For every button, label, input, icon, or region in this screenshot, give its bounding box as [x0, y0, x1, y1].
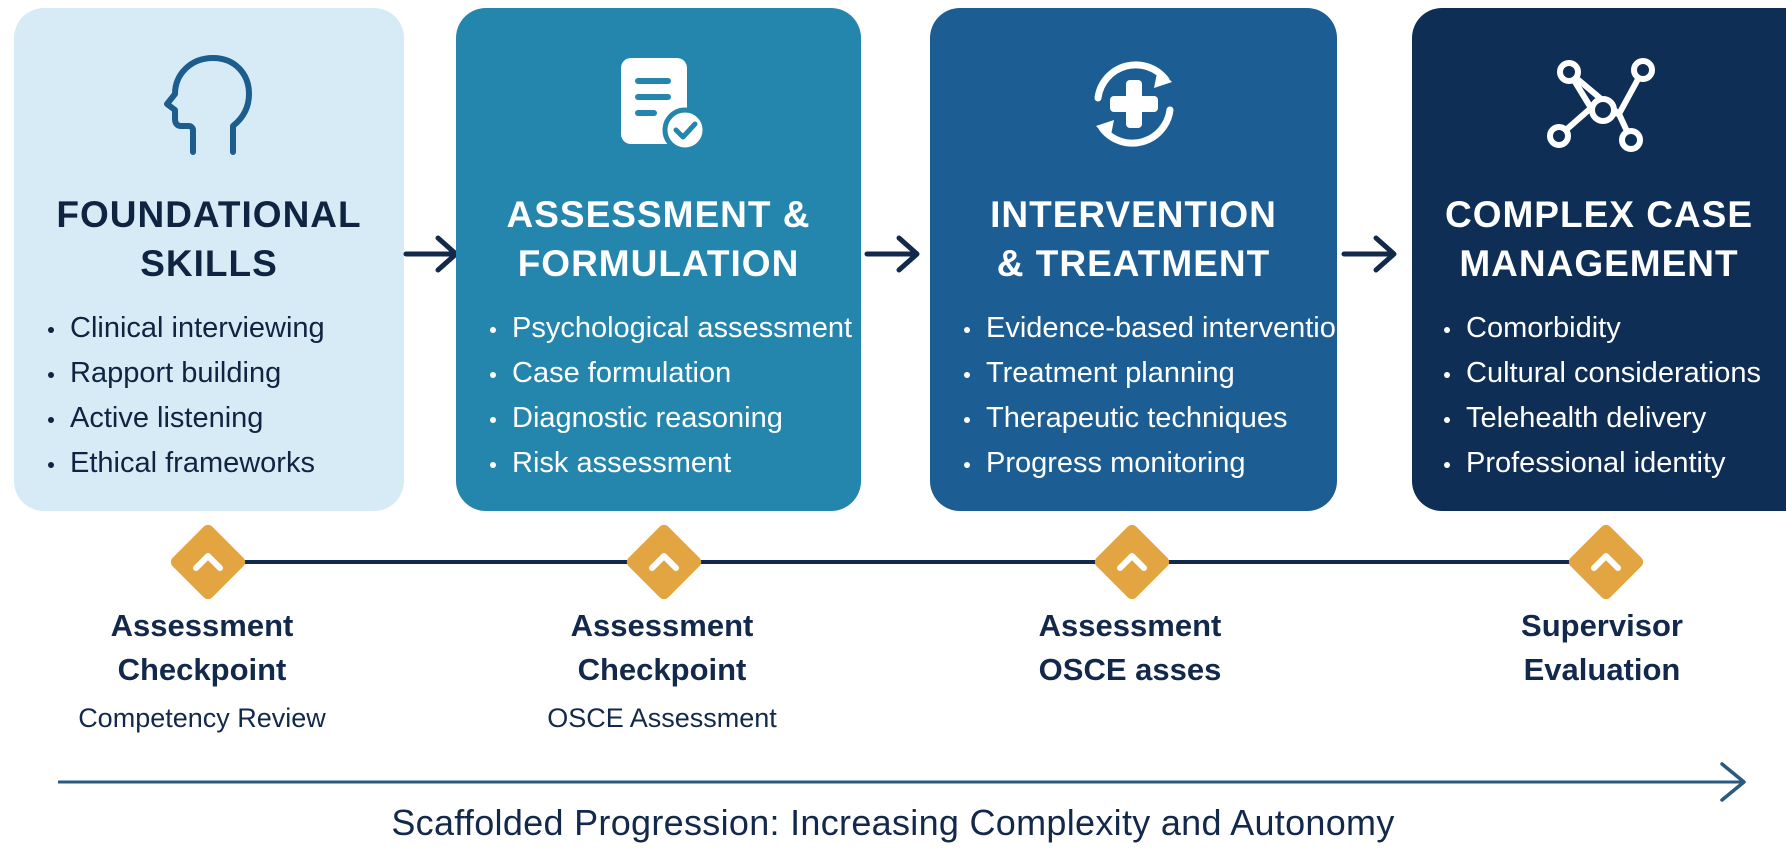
- medical-cross-cycle-icon: [1094, 61, 1173, 147]
- checkpoint-title: Assessment Checkpoint: [482, 604, 842, 692]
- stage-card-intervention-treatment: INTERVENTION & TREATMENT Evidence-based …: [930, 8, 1366, 511]
- chevron-up-icon: [1094, 524, 1170, 600]
- chevron-up-icon: [1568, 524, 1644, 600]
- chevron-up-icon: [170, 524, 246, 600]
- checkpoint-3: Assessment OSCE asses: [950, 604, 1310, 692]
- stage-card-foundational-skills: FOUNDATIONAL SKILLS Clinical interviewin…: [14, 8, 404, 511]
- stage-title-line1: ASSESSMENT &: [506, 194, 811, 235]
- progression-arrow-icon: [58, 762, 1746, 802]
- checkpoint-title-line1: Assessment: [110, 608, 294, 643]
- stage-skill-list: Clinical interviewing Rapport building A…: [46, 306, 398, 486]
- skill-item: Comorbidity: [1442, 306, 1786, 351]
- arrow-right-icon: [403, 235, 459, 273]
- stage-card-assessment-formulation: ASSESSMENT & FORMULATION Psychological a…: [456, 8, 861, 511]
- checkpoint-4: Supervisor Evaluation: [1422, 604, 1782, 692]
- checkpoint-title: Supervisor Evaluation: [1422, 604, 1782, 692]
- stage-skill-list: Comorbidity Cultural considerations Tele…: [1442, 306, 1786, 486]
- skill-item: Evidence-based interventions: [962, 306, 1366, 351]
- checkpoint-title: Assessment OSCE asses: [950, 604, 1310, 692]
- document-check-icon: [620, 58, 707, 153]
- skill-item: Professional identity: [1442, 441, 1786, 486]
- checkpoint-title-line1: Assessment: [1038, 608, 1222, 643]
- skill-item: Case formulation: [488, 351, 855, 396]
- stage-card-complex-case-management: COMPLEX CASE MANAGEMENT Comorbidity Cult…: [1412, 8, 1786, 511]
- stage-title-line2: & TREATMENT: [996, 243, 1271, 284]
- skill-item: Psychological assessment: [488, 306, 855, 351]
- checkpoint-title-line2: Checkpoint: [577, 652, 747, 687]
- chevron-up-icon: [626, 524, 702, 600]
- checkpoint-title-line2: Checkpoint: [117, 652, 287, 687]
- checkpoint-timeline: [212, 560, 1612, 564]
- stage-title-line2: SKILLS: [140, 243, 278, 284]
- checkpoint-subtitle: Competency Review: [78, 703, 326, 733]
- skill-item: Progress monitoring: [962, 441, 1331, 486]
- skill-item: Active listening: [46, 396, 398, 441]
- checkpoint-title-line1: Assessment: [570, 608, 754, 643]
- skill-item: Treatment planning: [962, 351, 1331, 396]
- stage-title: ASSESSMENT & FORMULATION: [456, 190, 861, 288]
- stage-skill-list: Evidence-based interventions Treatment p…: [962, 306, 1366, 486]
- stage-title: FOUNDATIONAL SKILLS: [14, 190, 404, 288]
- stage-title-line1: FOUNDATIONAL: [56, 194, 362, 235]
- stage-title: COMPLEX CASE MANAGEMENT: [1412, 190, 1786, 288]
- skill-item: Cultural considerations: [1442, 351, 1786, 396]
- skill-item: Ethical frameworks: [46, 441, 398, 486]
- stage-title-line2: MANAGEMENT: [1459, 243, 1739, 284]
- arrow-right-icon: [864, 235, 920, 273]
- stage-title: INTERVENTION & TREATMENT: [930, 190, 1337, 288]
- stage-skill-list: Psychological assessment Case formulatio…: [488, 306, 855, 486]
- arrow-right-icon: [1341, 235, 1397, 273]
- skill-item: Telehealth delivery: [1442, 396, 1786, 441]
- head-profile-icon: [164, 55, 252, 155]
- progression-label: Scaffolded Progression: Increasing Compl…: [391, 802, 1395, 843]
- stage-title-line1: COMPLEX CASE: [1444, 194, 1754, 235]
- network-nodes-icon: [1547, 58, 1655, 152]
- checkpoint-title-line2: OSCE asses: [1038, 652, 1222, 687]
- checkpoint-1: Assessment Checkpoint Competency Review: [22, 604, 382, 738]
- checkpoint-title-line1: Supervisor: [1521, 608, 1683, 643]
- stage-title-line2: FORMULATION: [517, 243, 800, 284]
- skill-item: Rapport building: [46, 351, 398, 396]
- checkpoint-title: Assessment Checkpoint: [22, 604, 382, 692]
- checkpoint-2: Assessment Checkpoint OSCE Assessment: [482, 604, 842, 738]
- checkpoint-subtitle: OSCE Assessment: [547, 703, 777, 733]
- skill-item: Diagnostic reasoning: [488, 396, 855, 441]
- stage-title-line1: INTERVENTION: [990, 194, 1277, 235]
- skill-item: Risk assessment: [488, 441, 855, 486]
- skill-item: Therapeutic techniques: [962, 396, 1331, 441]
- checkpoint-title-line2: Evaluation: [1523, 652, 1681, 687]
- skill-item: Clinical interviewing: [46, 306, 398, 351]
